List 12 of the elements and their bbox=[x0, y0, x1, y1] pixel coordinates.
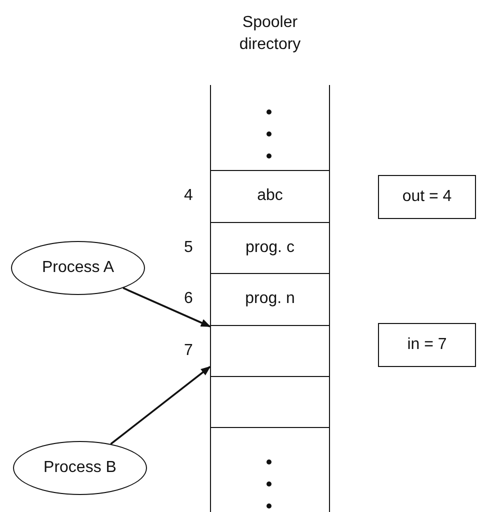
process-ellipse: Process B bbox=[13, 441, 147, 495]
slot-number: 5 bbox=[184, 238, 193, 257]
arrow bbox=[110, 366, 211, 445]
variable-box: out = 4 bbox=[378, 175, 476, 219]
slot-number: 7 bbox=[184, 342, 193, 360]
slot-number: 6 bbox=[184, 290, 193, 308]
arrow bbox=[122, 287, 211, 328]
slot-number: 4 bbox=[184, 187, 193, 206]
process-ellipse: Process A bbox=[11, 241, 145, 295]
column-heading: Spooler directory bbox=[238, 13, 302, 55]
directory-slot bbox=[211, 376, 329, 428]
variable-box: in = 7 bbox=[378, 323, 476, 367]
